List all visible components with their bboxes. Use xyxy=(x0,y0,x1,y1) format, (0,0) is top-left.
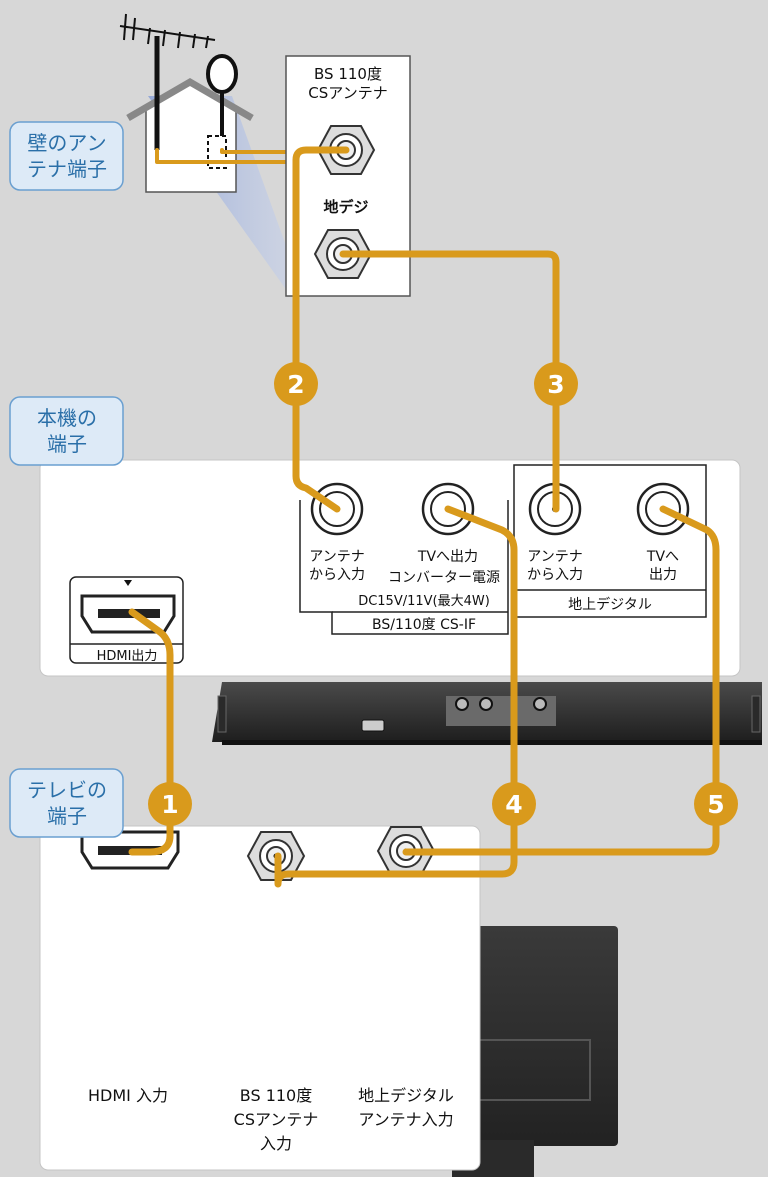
tv-terr-in-label-2: アンテナ入力 xyxy=(358,1110,453,1129)
cable-1 xyxy=(128,608,174,856)
uhf-antenna-elements xyxy=(123,13,209,49)
recorder-terr-in-label-1: アンテナ xyxy=(527,549,582,565)
tv-bs-in-label-3: 入力 xyxy=(260,1134,292,1153)
satellite-dish-icon xyxy=(206,54,238,94)
recorder-bs-out-label: TVへ出力 xyxy=(417,549,478,565)
step-badge-4: 4 xyxy=(492,782,536,826)
recorder-terr-out-label-1: TVへ xyxy=(646,549,679,565)
hdmi-marker-icon xyxy=(124,580,132,586)
wall-antenna-panel: BS 110度 CSアンテナ 地デジ xyxy=(285,55,411,297)
hdmi-out-port xyxy=(80,594,176,634)
step-badge-3-text: 3 xyxy=(547,370,564,399)
house-roof xyxy=(126,77,254,122)
hdmi-out-frame xyxy=(69,576,184,664)
callout-unit: 本機の 端子 xyxy=(9,396,124,466)
recorder-panel: HDMI出力 アンテナ から入力 TVへ出力 コンバーター電源 DC15V/11… xyxy=(39,459,741,677)
recorder-rear-hdmi-icon xyxy=(361,719,385,732)
step-badge-4-text: 4 xyxy=(505,790,522,819)
step-badge-5-text: 5 xyxy=(707,790,724,819)
tv-panel: HDMI 入力 BS 110度 CSアンテナ 入力 地上デジタル アンテナ入力 xyxy=(39,825,481,1171)
recorder-converter-spec-label: DC15V/11V(最大4W) xyxy=(358,594,490,609)
step-badge-1-text: 1 xyxy=(161,790,178,819)
recorder-terr-out-label-2: 出力 xyxy=(649,567,677,583)
step-badge-5: 5 xyxy=(694,782,738,826)
step-badge-3: 3 xyxy=(534,362,578,406)
wall-bs-label-2: CSアンテナ xyxy=(308,84,387,102)
callout-unit-line2: 端子 xyxy=(47,432,87,456)
tv-bs-in-label-2: CSアンテナ xyxy=(234,1110,319,1129)
tv-panel-box xyxy=(39,825,481,1171)
wall-terrestrial-label: 地デジ xyxy=(323,198,368,216)
recorder-bs-in-label-1: アンテナ xyxy=(309,549,364,565)
recorder-body xyxy=(212,682,762,745)
callout-unit-line1: 本機の xyxy=(37,406,97,430)
step-badge-1: 1 xyxy=(148,782,192,826)
callout-wall-line1: 壁のアン xyxy=(27,131,106,155)
step-badges: 2 3 1 4 5 xyxy=(148,362,738,826)
callout-tv-line2: 端子 xyxy=(47,804,87,828)
cable-4 xyxy=(274,505,518,888)
tv-terr-in-label-1: 地上デジタル xyxy=(358,1086,454,1105)
recorder-terr-group-label: 地上デジタル xyxy=(568,596,652,613)
wall-bs-connector xyxy=(316,125,376,175)
callout-wall: 壁のアン テナ端子 xyxy=(9,121,124,191)
uhf-antenna-icon xyxy=(119,25,216,41)
cable-3 xyxy=(339,250,560,513)
wall-bs-label-1: BS 110度 xyxy=(314,65,382,83)
cable-2 xyxy=(292,146,350,513)
recorder-terr-in-label-2: から入力 xyxy=(527,567,583,583)
cable-5 xyxy=(402,505,720,856)
tv-bs-in-label-1: BS 110度 xyxy=(240,1086,312,1105)
tv-hdmi-in-label: HDMI 入力 xyxy=(88,1086,168,1105)
recorder-bs-in-label-2: から入力 xyxy=(309,567,365,583)
house-illustration xyxy=(119,13,302,295)
callout-wall-line2: テナ端子 xyxy=(27,157,107,181)
step-badge-2-text: 2 xyxy=(287,370,304,399)
step-badge-2: 2 xyxy=(274,362,318,406)
hdmi-out-label: HDMI出力 xyxy=(97,649,158,664)
callout-tv: テレビの 端子 xyxy=(9,768,124,838)
recorder-bs-group-label: BS/110度 CS-IF xyxy=(372,617,476,633)
callout-tv-line1: テレビの xyxy=(27,778,107,802)
recorder-converter-power-label: コンバーター電源 xyxy=(388,570,500,586)
cables xyxy=(128,146,720,888)
